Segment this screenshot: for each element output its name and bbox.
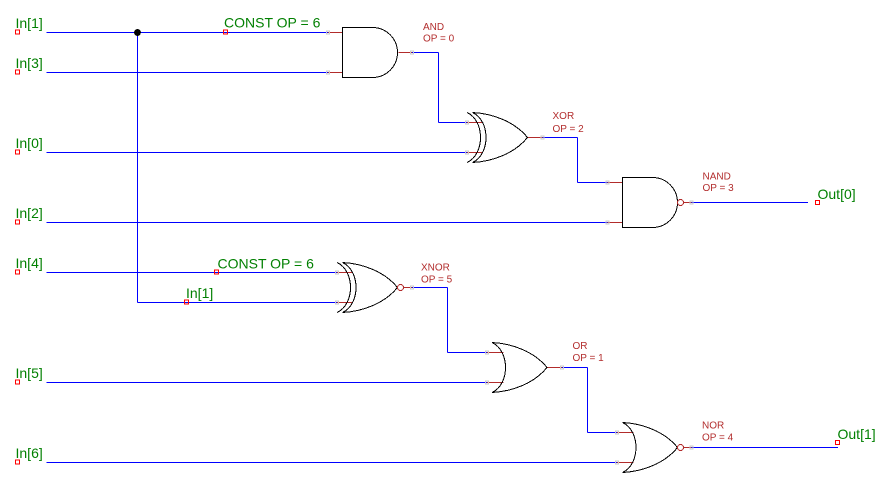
svg-text:NOR: NOR (702, 420, 724, 431)
svg-text:OP = 1: OP = 1 (573, 353, 605, 364)
svg-text:CONST OP = 6: CONST OP = 6 (224, 15, 321, 31)
svg-text:XOR: XOR (553, 111, 575, 122)
svg-text:In[6]: In[6] (16, 445, 43, 461)
svg-text:In[2]: In[2] (16, 205, 43, 221)
svg-text:In[1]: In[1] (16, 15, 43, 31)
svg-text:OP = 0: OP = 0 (423, 34, 455, 45)
svg-text:OP = 5: OP = 5 (421, 274, 453, 285)
svg-text:AND: AND (423, 22, 444, 33)
svg-text:XNOR: XNOR (421, 263, 450, 274)
svg-text:OR: OR (573, 341, 588, 352)
svg-text:In[1]: In[1] (186, 285, 213, 301)
svg-text:In[5]: In[5] (16, 365, 43, 381)
svg-text:Out[1]: Out[1] (838, 426, 876, 442)
svg-text:OP = 2: OP = 2 (553, 124, 585, 135)
svg-text:In[3]: In[3] (16, 55, 43, 71)
svg-text:Out[0]: Out[0] (818, 186, 856, 202)
svg-text:CONST OP = 6: CONST OP = 6 (218, 256, 315, 272)
svg-text:OP = 3: OP = 3 (703, 183, 735, 194)
svg-text:NAND: NAND (703, 171, 731, 182)
svg-text:In[0]: In[0] (16, 135, 43, 151)
svg-text:OP = 4: OP = 4 (702, 433, 734, 444)
svg-text:In[4]: In[4] (16, 255, 43, 271)
